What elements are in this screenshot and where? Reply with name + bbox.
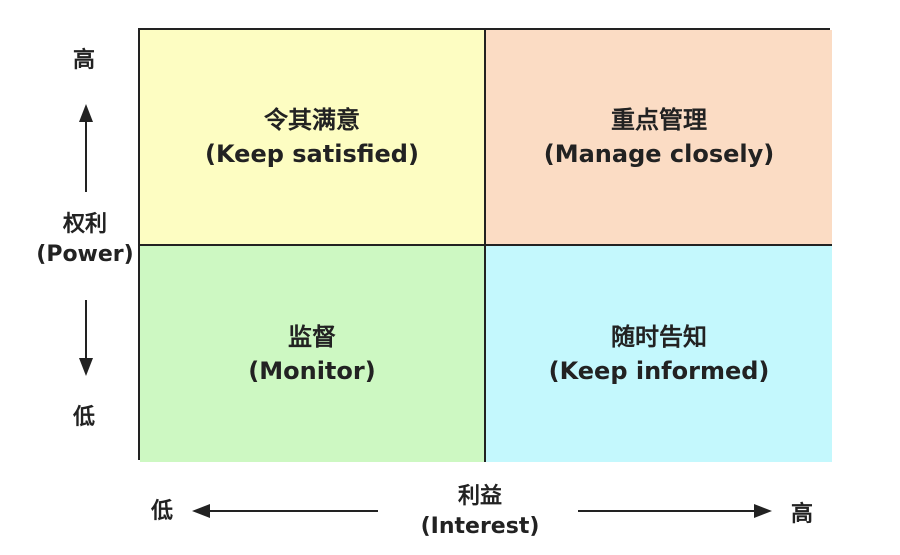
x-axis-title: 利益 (Interest) — [400, 482, 560, 542]
stakeholder-matrix: 令其满意 (Keep satisfied) 重点管理 (Manage close… — [138, 28, 832, 462]
y-axis-high-label: 高 — [72, 48, 95, 73]
quadrant-manage-closely: 重点管理 (Manage closely) — [486, 30, 832, 246]
x-axis-title-en: (Interest) — [420, 514, 540, 539]
y-axis-low-label: 低 — [72, 405, 95, 430]
quadrant-title-en: (Keep informed) — [548, 357, 770, 385]
arrow-left-icon — [192, 504, 378, 518]
x-axis-title-cn: 利益 — [457, 484, 502, 509]
quadrant-keep-satisfied: 令其满意 (Keep satisfied) — [140, 30, 486, 246]
y-axis-title-cn: 权利 — [62, 212, 107, 237]
quadrant-title-cn: 监督 — [288, 323, 336, 351]
quadrant-title-en: (Manage closely) — [543, 140, 775, 168]
arrow-down-icon — [79, 300, 93, 376]
quadrant-title-en: (Keep satisfied) — [205, 140, 419, 168]
quadrant-title-cn: 随时告知 — [611, 323, 707, 351]
y-axis-title: 权利 (Power) — [10, 210, 160, 270]
quadrant-title-en: (Monitor) — [248, 357, 376, 385]
arrow-up-icon — [79, 104, 93, 192]
arrow-right-icon — [578, 504, 772, 518]
quadrant-title-cn: 重点管理 — [611, 106, 707, 134]
x-axis-high-label: 高 — [790, 502, 813, 527]
quadrant-monitor: 监督 (Monitor) — [140, 246, 486, 462]
y-axis-title-en: (Power) — [36, 242, 134, 267]
quadrant-title-cn: 令其满意 — [264, 106, 360, 134]
quadrant-keep-informed: 随时告知 (Keep informed) — [486, 246, 832, 462]
x-axis-low-label: 低 — [150, 499, 173, 524]
